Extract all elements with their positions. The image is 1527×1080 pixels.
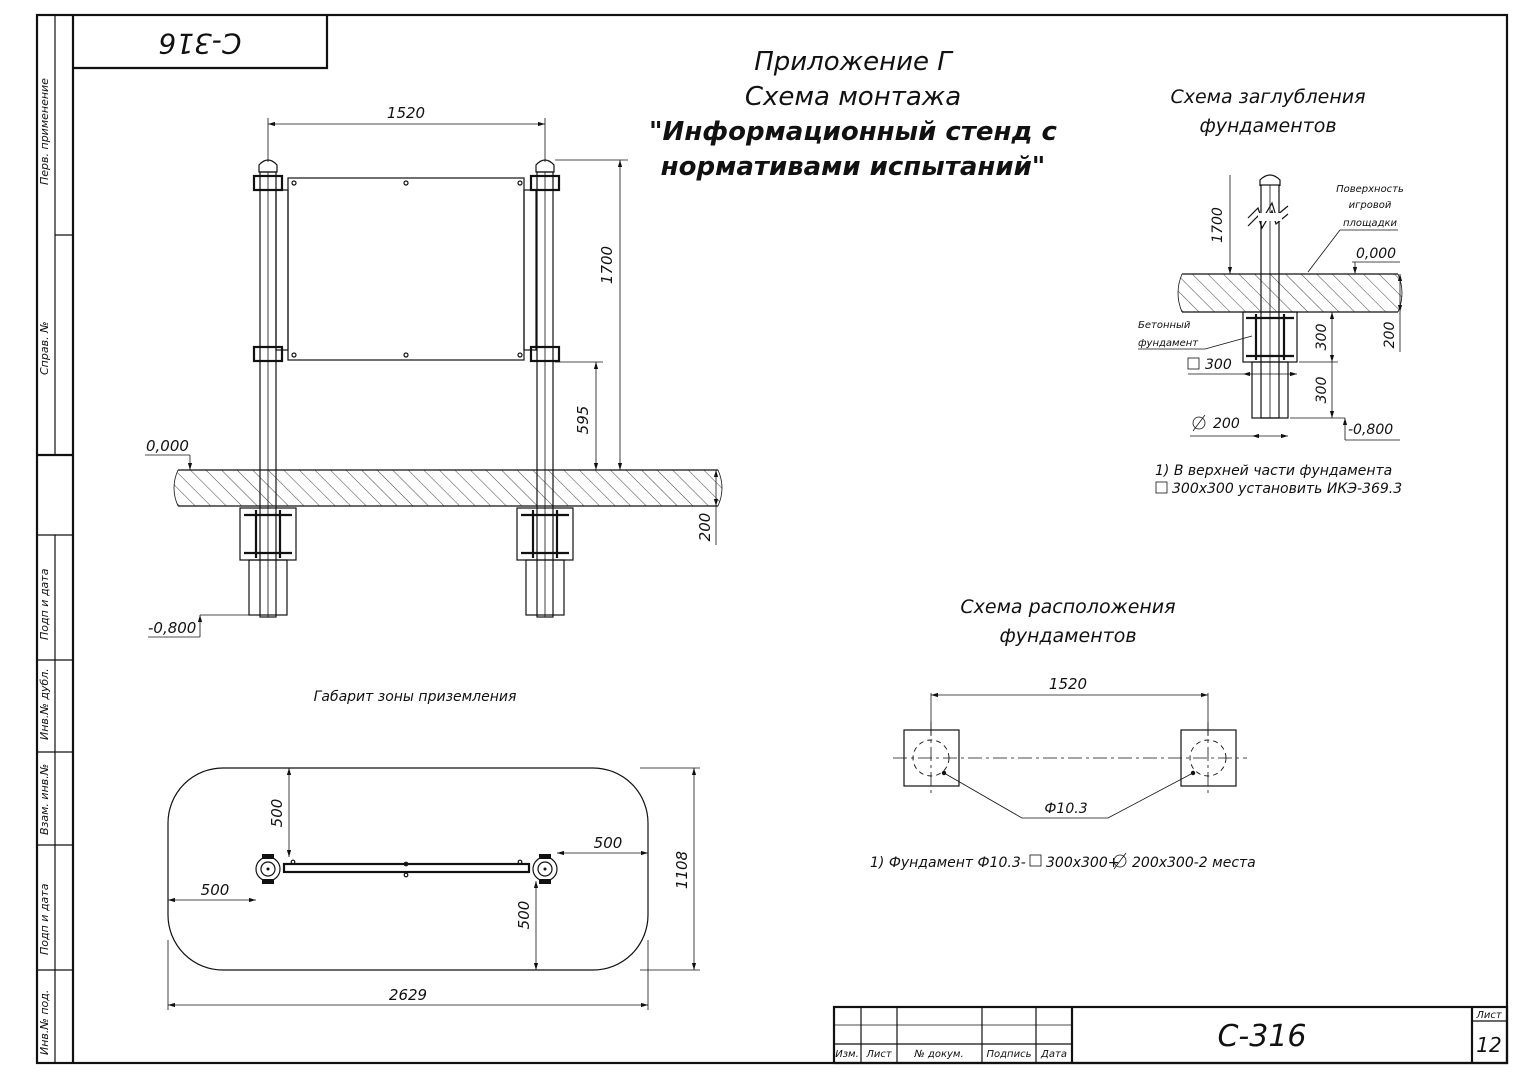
surface-label-3: площадки bbox=[1343, 218, 1398, 229]
layout-width-dim: 1520 bbox=[1049, 675, 1087, 693]
title-line-3: "Информационный стенд с bbox=[649, 117, 1058, 147]
tb-col-izm: Изм. bbox=[835, 1049, 859, 1060]
depth-dim-300-bottom: 300 bbox=[1314, 377, 1330, 404]
ground-zone: Габарит зоны приземления 500 500 500 500 bbox=[167, 689, 700, 1010]
label-vzam-inv: Взам. инв.№ bbox=[38, 764, 51, 835]
depth-level-top: 0,000 bbox=[1356, 246, 1396, 262]
depth-dim-300-top: 300 bbox=[1314, 324, 1330, 351]
tb-col-podpis: Подпись bbox=[987, 1049, 1032, 1060]
zone-dim-height: 1108 bbox=[673, 851, 691, 889]
label-perv-primenenie: Перв. применение bbox=[38, 78, 51, 185]
depth-dim-200: 200 bbox=[1382, 322, 1398, 349]
depth-note-2: 300х300 установить ИКЭ-369.3 bbox=[1172, 481, 1402, 497]
title-line-2: Схема монтажа bbox=[745, 82, 961, 112]
side-labels: Перв. применение Справ. № Подп и дата Ин… bbox=[38, 78, 51, 1055]
tb-col-data: Дата bbox=[1040, 1049, 1067, 1060]
zone-title: Габарит зоны приземления bbox=[314, 689, 517, 705]
depth-scheme: Схема заглубления фундаментов 1700 Повер… bbox=[1138, 86, 1404, 497]
depth-title-2: фундаментов bbox=[1199, 115, 1336, 137]
tb-sheet-label: Лист bbox=[1475, 1010, 1503, 1021]
layout-note-a: 1) Фундамент Ф10.3- bbox=[870, 855, 1026, 871]
layout-title-2: фундаментов bbox=[999, 625, 1136, 647]
top-stamp: С-316 bbox=[73, 15, 329, 70]
tb-col-list: Лист bbox=[865, 1049, 893, 1060]
layout-note-c: 200х300-2 места bbox=[1132, 855, 1256, 871]
surface-label-2: игровой bbox=[1349, 200, 1392, 211]
zone-dim-top: 500 bbox=[268, 799, 286, 828]
main-view: 1520 1700 595 200 0,000 -0,800 bbox=[145, 104, 723, 638]
title-line-1: Приложение Г bbox=[754, 47, 954, 77]
title-line-4: нормативами испытаний" bbox=[661, 152, 1046, 182]
zone-dim-width: 2629 bbox=[389, 986, 427, 1004]
main-level-bottom: -0,800 bbox=[148, 619, 196, 637]
tb-sheet-number: 12 bbox=[1476, 1033, 1501, 1057]
tb-code: С-316 bbox=[1217, 1019, 1306, 1054]
label-inv-dubl: Инв.№ дубл. bbox=[38, 668, 51, 740]
surface-label-1: Поверхность bbox=[1336, 184, 1404, 195]
label-podp-data-2: Подп и дата bbox=[38, 883, 51, 955]
depth-level-bottom: -0,800 bbox=[1348, 422, 1393, 438]
main-depth-dim: 200 bbox=[696, 513, 714, 542]
depth-title-1: Схема заглубления bbox=[1170, 86, 1365, 108]
main-level-top: 0,000 bbox=[146, 437, 189, 455]
tb-col-dokum: № докум. bbox=[913, 1049, 963, 1060]
layout-scheme: Схема расположения фундаментов 1520 Ф10.… bbox=[870, 596, 1256, 871]
sheet-frame bbox=[35, 13, 1509, 1065]
stamp-code: С-316 bbox=[158, 27, 241, 60]
concrete-label-1: Бетонный bbox=[1138, 320, 1191, 331]
depth-diam-dim: 200 bbox=[1213, 416, 1240, 432]
main-width-dim: 1520 bbox=[387, 104, 425, 122]
label-podp-data-1: Подп и дата bbox=[38, 568, 51, 640]
depth-square-dim: 300 bbox=[1205, 357, 1232, 373]
layout-note-b: 300х300+ bbox=[1046, 855, 1119, 871]
zone-dim-right: 500 bbox=[594, 834, 623, 852]
title-block: Изм. Лист № докум. Подпись Дата С-316 Ли… bbox=[832, 1005, 1509, 1065]
zone-dim-bottom: 500 bbox=[515, 901, 533, 930]
main-height-dim: 1700 bbox=[598, 246, 616, 284]
zone-dim-left: 500 bbox=[201, 881, 230, 899]
concrete-label-2: фундамент bbox=[1138, 338, 1199, 349]
drawing-title: Приложение Г Схема монтажа "Информационн… bbox=[649, 47, 1058, 182]
depth-height-dim: 1700 bbox=[1210, 207, 1226, 243]
layout-title-1: Схема расположения bbox=[960, 596, 1175, 618]
layout-foundation-label: Ф10.3 bbox=[1044, 801, 1087, 817]
depth-note-1: 1) В верхней части фундамента bbox=[1155, 463, 1392, 479]
main-panel-bottom-dim: 595 bbox=[574, 406, 592, 435]
label-inv-pod: Инв.№ под. bbox=[38, 990, 51, 1055]
label-sprav-no: Справ. № bbox=[38, 321, 51, 375]
